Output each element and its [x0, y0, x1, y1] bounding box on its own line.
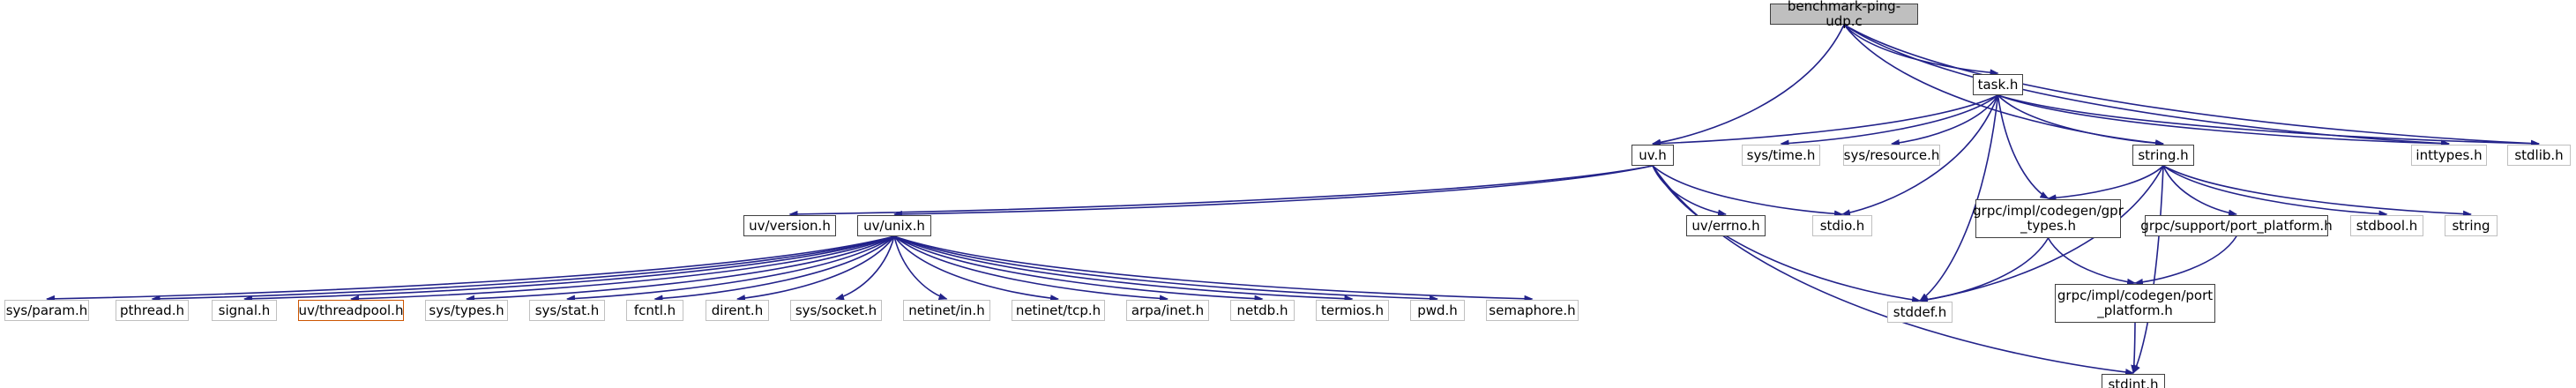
edge-uvunix-to-netinetin	[893, 235, 948, 301]
graph-node-arpainet: arpa/inet.h	[1126, 300, 1209, 321]
edge-uvunix-to-syssocket	[835, 235, 895, 301]
graph-node-netinetin: netinet/in.h	[903, 300, 990, 321]
edge-uvunix-to-uvthreadpool	[350, 235, 895, 302]
graph-node-pthread: pthread.h	[116, 300, 189, 321]
graph-node-codegenpp[interactable]: grpc/impl/codegen/port _platform.h	[2055, 284, 2215, 323]
edge-uvunix-to-pwd	[893, 235, 1438, 302]
graph-node-termios: termios.h	[1316, 300, 1389, 321]
edge-stringh-to-stdint	[2132, 165, 2164, 374]
edge-stringh-to-gprtypes	[2047, 165, 2164, 202]
edge-uv-to-stddef	[1652, 165, 1921, 303]
graph-node-systime: sys/time.h	[1742, 145, 1820, 166]
edge-task-to-inttypes	[1997, 94, 2450, 147]
graph-node-inttypes: inttypes.h	[2411, 145, 2487, 166]
graph-node-root[interactable]: benchmark-ping-udp.c	[1770, 0, 1918, 28]
edge-codegenpp-to-stdint	[2131, 322, 2139, 374]
graph-node-uvthreadpool[interactable]: uv/threadpool.h	[298, 300, 404, 321]
edge-uvunix-to-termios	[893, 235, 1354, 302]
graph-node-stringh[interactable]: string.h	[2132, 145, 2194, 166]
edge-gprtypes-to-codegenpp	[2047, 237, 2136, 286]
graph-node-syssocket: sys/socket.h	[790, 300, 882, 321]
graph-node-netdb: netdb.h	[1230, 300, 1295, 321]
graph-node-uvunix[interactable]: uv/unix.h	[857, 215, 931, 236]
edge-uvunix-to-pthread	[151, 235, 895, 302]
edge-uvunix-to-dirent	[736, 235, 895, 302]
edge-task-to-sysresource	[1891, 94, 1999, 146]
edge-stringh-to-supportpp	[2162, 165, 2237, 217]
graph-node-uvversion[interactable]: uv/version.h	[743, 215, 836, 236]
graph-node-stdbool: stdbool.h	[2350, 215, 2423, 236]
edge-root-to-stdlib	[1843, 24, 2540, 147]
edge-task-to-stringh	[1997, 94, 2164, 147]
graph-node-stddef: stddef.h	[1887, 302, 1953, 323]
edge-task-to-stdlib	[1997, 94, 2540, 147]
graph-node-pwd: pwd.h	[1410, 300, 1465, 321]
edge-task-to-uv	[1652, 94, 1998, 147]
edge-uvunix-to-arpainet	[893, 235, 1169, 302]
edge-uv-to-uvunix	[893, 165, 1654, 218]
graph-node-gprtypes[interactable]: grpc/impl/codegen/gpr _types.h	[1973, 199, 2124, 238]
graph-node-stdlib: stdlib.h	[2507, 145, 2571, 166]
graph-node-sysparam: sys/param.h	[4, 300, 89, 321]
edge-uvunix-to-sysstat	[566, 235, 895, 302]
edge-gprtypes-to-stddef	[1919, 237, 2050, 303]
edge-task-to-stdio	[1841, 94, 1999, 217]
graph-node-netinettcp: netinet/tcp.h	[1012, 300, 1105, 321]
edge-uvunix-to-netdb	[893, 235, 1264, 302]
edge-uv-to-stdio	[1652, 165, 1843, 218]
edge-root-to-inttypes	[1843, 24, 2450, 147]
graph-node-task[interactable]: task.h	[1973, 74, 2023, 95]
edge-root-to-uv	[1652, 24, 1845, 146]
edge-uv-to-uvversion	[788, 165, 1654, 218]
graph-node-systypes: sys/types.h	[425, 300, 508, 321]
graph-node-signal: signal.h	[212, 300, 277, 321]
graph-node-uv[interactable]: uv.h	[1631, 145, 1674, 166]
graph-node-stdint[interactable]: stdint.h	[2102, 374, 2165, 388]
graph-node-uverrno[interactable]: uv/errno.h	[1686, 215, 1766, 236]
edge-task-to-gprtypes	[1997, 94, 2050, 199]
graph-node-stdio: stdio.h	[1812, 215, 1872, 236]
edge-stringh-to-stringcpp	[2162, 165, 2472, 218]
graph-node-fcntl: fcntl.h	[626, 300, 683, 321]
edge-task-to-stddef	[1919, 94, 1999, 302]
graph-node-sysstat: sys/stat.h	[529, 300, 605, 321]
graph-node-sysresource: sys/resource.h	[1843, 145, 1940, 166]
edge-uvunix-to-systypes	[466, 235, 895, 302]
edge-task-to-systime	[1780, 94, 1998, 147]
graph-node-dirent: dirent.h	[706, 300, 769, 321]
graph-node-supportpp[interactable]: grpc/support/port_platform.h	[2140, 215, 2333, 236]
edge-uvunix-to-signal	[243, 235, 895, 302]
edge-uvunix-to-semaphore	[893, 235, 1534, 302]
edge-stringh-to-stdbool	[2162, 165, 2388, 218]
edge-uvunix-to-fcntl	[653, 235, 895, 302]
graph-node-stringcpp: string	[2445, 215, 2498, 236]
graph-node-semaphore: semaphore.h	[1486, 300, 1579, 321]
edge-supportpp-to-codegenpp	[2134, 235, 2237, 286]
edge-uvunix-to-sysparam	[46, 235, 895, 302]
edge-uvunix-to-netinettcp	[893, 235, 1059, 302]
